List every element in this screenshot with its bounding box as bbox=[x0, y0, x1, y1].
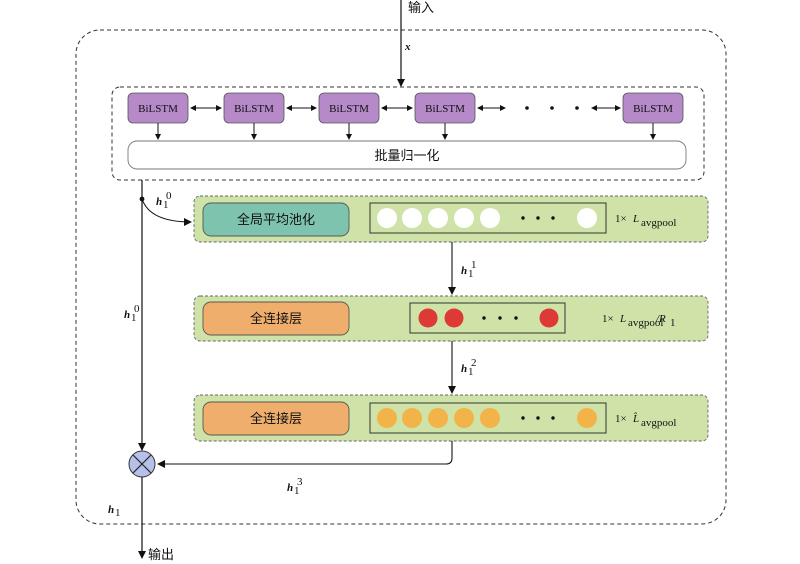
x-label: x bbox=[404, 41, 411, 53]
svg-text:BiLSTM: BiLSTM bbox=[425, 103, 465, 115]
stage1-dots bbox=[521, 216, 555, 220]
svg-text:avgpool: avgpool bbox=[641, 217, 676, 229]
svg-text:L: L bbox=[619, 313, 626, 325]
multiply-node bbox=[128, 450, 156, 478]
svg-text:avgpool: avgpool bbox=[641, 417, 676, 429]
bilstm-block: BiLSTM bbox=[127, 92, 189, 124]
svg-text:1×: 1× bbox=[602, 313, 614, 325]
h1-label: h 1 1 bbox=[461, 259, 477, 280]
svg-text:1: 1 bbox=[468, 268, 474, 280]
svg-text:1×: 1× bbox=[615, 213, 627, 225]
svg-text:L: L bbox=[632, 213, 639, 225]
h-output-label: h 1 bbox=[108, 504, 121, 519]
dim1-label: 1× L avgpool bbox=[615, 213, 676, 229]
h0-skip-label: h 1 0 bbox=[124, 303, 140, 324]
stage3-dots bbox=[521, 416, 555, 420]
svg-text:3: 3 bbox=[297, 476, 303, 488]
svg-text:h: h bbox=[461, 363, 467, 375]
stage2-dots bbox=[482, 316, 518, 320]
batchnorm-label: 批量归一化 bbox=[374, 149, 439, 164]
svg-text:0: 0 bbox=[134, 303, 140, 315]
stage2-vector bbox=[409, 302, 566, 334]
stage2-label: 全连接层 bbox=[250, 311, 302, 327]
svg-text:L̂: L̂ bbox=[632, 412, 639, 425]
bilstm-block: BiLSTM bbox=[318, 92, 380, 124]
svg-text:1: 1 bbox=[471, 259, 477, 271]
svg-text:1: 1 bbox=[670, 317, 676, 329]
fc-layer-block-2 bbox=[202, 401, 350, 436]
stage3-vector bbox=[369, 402, 607, 434]
batchnorm-bar bbox=[127, 140, 687, 170]
dim3-label: 1× L̂ avgpool bbox=[615, 412, 676, 429]
stage3-to-multiply-arrow bbox=[157, 441, 453, 468]
svg-text:1: 1 bbox=[294, 485, 300, 497]
h2-label: h 1 2 bbox=[461, 357, 477, 378]
stage1-label: 全局平均池化 bbox=[237, 212, 315, 228]
svg-text:0: 0 bbox=[166, 190, 172, 202]
svg-text:BiLSTM: BiLSTM bbox=[633, 103, 673, 115]
ellipsis-dots bbox=[525, 106, 579, 110]
stage1-vector bbox=[369, 202, 607, 234]
svg-text:1: 1 bbox=[468, 366, 474, 378]
stage1-circles bbox=[377, 208, 597, 228]
output-label: 输出 bbox=[148, 547, 174, 563]
svg-text:h: h bbox=[461, 265, 467, 277]
bilstm-group-box bbox=[111, 86, 705, 181]
bilstm-block: BiLSTM bbox=[223, 92, 285, 124]
global-avg-pool-block bbox=[202, 202, 350, 237]
svg-text:h: h bbox=[156, 196, 162, 208]
svg-text:1: 1 bbox=[131, 312, 137, 324]
svg-text:h: h bbox=[287, 482, 293, 494]
svg-text:1×: 1× bbox=[615, 413, 627, 425]
dim2-label: 1× L avgpool /R 1 bbox=[602, 313, 676, 329]
svg-text:2: 2 bbox=[471, 357, 477, 369]
stage2-circles bbox=[418, 308, 559, 328]
svg-text:1: 1 bbox=[163, 199, 169, 211]
svg-text:BiLSTM: BiLSTM bbox=[329, 103, 369, 115]
svg-text:h: h bbox=[124, 309, 130, 321]
branch-arrow bbox=[141, 198, 192, 226]
svg-text:/R: /R bbox=[655, 313, 666, 325]
svg-text:h: h bbox=[108, 504, 114, 516]
svg-text:BiLSTM: BiLSTM bbox=[138, 103, 178, 115]
svg-text:avgpool: avgpool bbox=[628, 317, 663, 329]
stage3-circles bbox=[377, 408, 597, 428]
fc-layer-block-1 bbox=[202, 301, 350, 336]
input-label: 输入 bbox=[408, 0, 434, 16]
h3-label: h 1 3 bbox=[287, 476, 303, 497]
svg-text:BiLSTM: BiLSTM bbox=[234, 103, 274, 115]
h0-branch-label: h 1 0 bbox=[156, 190, 172, 211]
stage3-label: 全连接层 bbox=[250, 411, 302, 427]
bilstm-block: BiLSTM bbox=[622, 92, 684, 124]
bilstm-block: BiLSTM bbox=[414, 92, 476, 124]
svg-text:1: 1 bbox=[115, 507, 121, 519]
